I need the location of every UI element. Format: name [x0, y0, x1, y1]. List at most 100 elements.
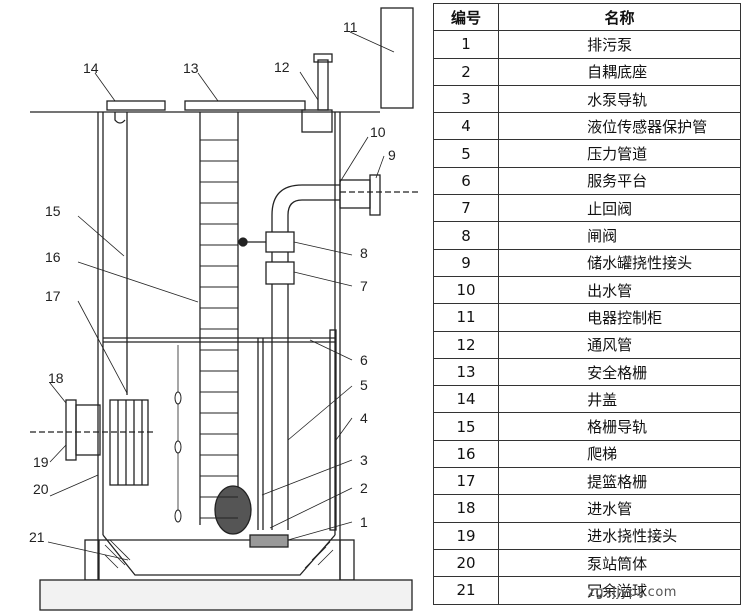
row-name: 出水管: [498, 275, 741, 305]
ladder: [199, 112, 239, 525]
callout-8: 8: [360, 245, 368, 261]
callout-16: 16: [45, 249, 61, 265]
row-number: 5: [432, 139, 500, 168]
row-name: 水泵导轨: [498, 84, 741, 114]
row-name: 井盖: [498, 385, 741, 414]
pump-station-diagram: 1 2 3 4 5 6 7 8 9 10 11 12 13 14 15 16 1…: [29, 7, 420, 611]
basket-grating: [109, 399, 149, 486]
callout-17: 17: [45, 288, 61, 304]
callout-6: 6: [360, 352, 368, 368]
level-sensor-tube: [329, 329, 337, 531]
callout-20: 20: [33, 481, 49, 497]
inlet-pipe: [30, 399, 155, 461]
row-name: 格栅导轨: [498, 412, 741, 441]
row-name: 服务平台: [498, 166, 741, 196]
callout-5: 5: [360, 377, 368, 393]
row-number: 9: [432, 248, 500, 277]
row-number: 18: [432, 494, 500, 523]
left-support: [84, 539, 100, 581]
sewage-pump: [214, 485, 289, 548]
callout-19: 19: [33, 454, 49, 470]
callout-10: 10: [370, 124, 386, 140]
table-header-row: 编号 名称: [432, 2, 741, 32]
row-number: 17: [432, 467, 500, 496]
row-name: 自耦底座: [498, 57, 741, 86]
row-number: 15: [432, 412, 500, 441]
header-name: 名称: [498, 2, 741, 32]
callout-3: 3: [360, 452, 368, 468]
manhole-cover: [106, 100, 166, 111]
row-number: 16: [432, 439, 500, 469]
row-number: 13: [432, 357, 500, 387]
row-number: 19: [432, 521, 500, 550]
row-number: 6: [432, 166, 500, 196]
row-name: 液位传感器保护管: [498, 112, 741, 141]
control-cabinet: [380, 7, 414, 109]
discharge-pipe: [238, 174, 420, 530]
row-number: 8: [432, 221, 500, 250]
callout-12: 12: [274, 59, 290, 75]
callout-4: 4: [360, 410, 368, 426]
watermark: zgxjjypt.com: [588, 585, 677, 600]
row-name: 提篮格栅: [498, 467, 741, 496]
row-number: 20: [432, 548, 500, 578]
header-number: 编号: [432, 2, 500, 32]
tank-bottom: [102, 534, 336, 576]
row-name: 爬梯: [498, 439, 741, 469]
row-name: 压力管道: [498, 139, 741, 168]
row-number: 3: [432, 84, 500, 114]
row-name: 进水挠性接头: [498, 521, 741, 550]
row-name: 安全格栅: [498, 357, 741, 387]
callout-9: 9: [388, 147, 396, 163]
row-name: 电器控制柜: [498, 303, 741, 332]
callout-15: 15: [45, 203, 61, 219]
callout-18: 18: [48, 370, 64, 386]
float-ball: [174, 509, 182, 523]
row-number: 4: [432, 112, 500, 141]
right-support: [339, 539, 355, 581]
vent-pipe: [317, 59, 329, 111]
row-name: 通风管: [498, 330, 741, 359]
bottom-fill-hatch: [104, 539, 334, 569]
row-number: 11: [432, 303, 500, 332]
safety-grating-cover: [184, 100, 306, 111]
row-name: 进水管: [498, 494, 741, 523]
row-number: 10: [432, 275, 500, 305]
leader-lines: [47, 31, 395, 561]
row-number: 14: [432, 385, 500, 414]
row-number: 1: [432, 30, 500, 59]
row-name: 冗余溢球: [498, 576, 741, 605]
callout-21: 21: [29, 529, 45, 545]
vent-base: [301, 109, 333, 133]
rail-hook: [114, 112, 126, 124]
row-name: 闸阀: [498, 221, 741, 250]
row-number: 2: [432, 57, 500, 86]
station-shell: [97, 112, 341, 541]
check-valve: [265, 261, 295, 285]
callout-1: 1: [360, 514, 368, 530]
row-name: 泵站筒体: [498, 548, 741, 578]
row-number: 21: [432, 576, 500, 605]
float-ball: [174, 440, 182, 454]
